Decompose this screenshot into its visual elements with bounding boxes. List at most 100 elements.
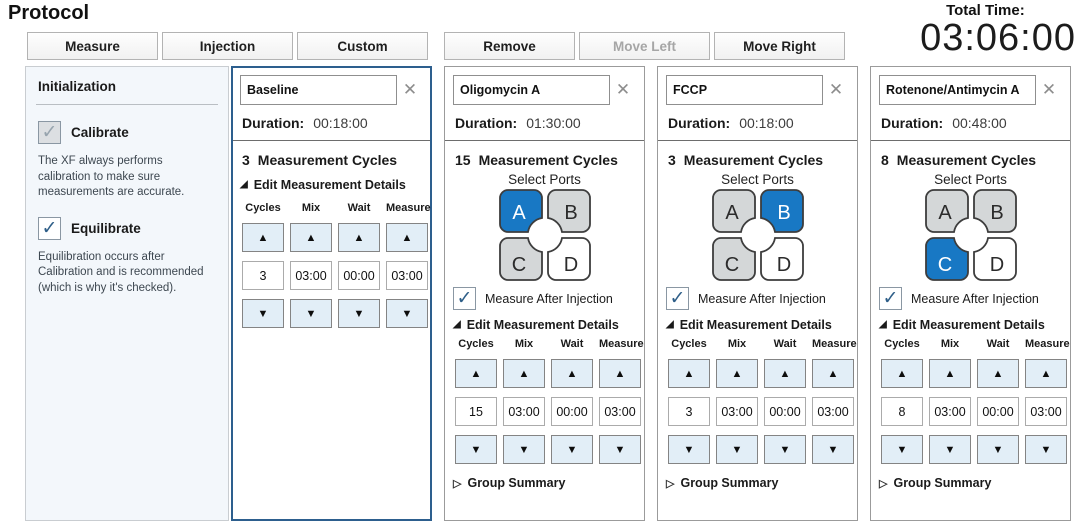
col-header-cycles: Cycles [458,338,494,350]
cycles-value-input[interactable] [668,397,710,426]
mix-down-button[interactable]: ▼ [716,435,758,464]
step-name-input[interactable] [879,75,1036,105]
measure-down-button[interactable]: ▼ [1025,435,1067,464]
port-b-button[interactable]: B [759,189,804,233]
edit-details-toggle[interactable]: ◢ Edit Measurement Details [879,318,1062,332]
measure-up-button[interactable]: ▲ [812,359,854,388]
step-name-input[interactable] [453,75,610,105]
move-right-button[interactable]: Move Right [714,32,845,60]
wait-down-button[interactable]: ▼ [338,299,380,328]
wait-down-button[interactable]: ▼ [977,435,1019,464]
wait-down-button[interactable]: ▼ [764,435,806,464]
mix-up-button[interactable]: ▲ [290,223,332,252]
cycles-down-button[interactable]: ▼ [455,435,497,464]
calibrate-checkbox[interactable]: ✓ [38,121,61,144]
equilibrate-label: Equilibrate [71,220,141,236]
cycles-value-input[interactable] [455,397,497,426]
mix-value-input[interactable] [503,397,545,426]
page-title: Protocol [8,2,90,24]
move-left-button[interactable]: Move Left [579,32,710,60]
wait-value-input[interactable] [977,397,1019,426]
edit-details-toggle[interactable]: ◢ Edit Measurement Details [453,318,636,332]
select-ports-label: Select Ports [934,172,1007,187]
cycles-value-input[interactable] [242,261,284,290]
port-a-button[interactable]: A [924,189,969,233]
mix-up-button[interactable]: ▲ [929,359,971,388]
duration-row: Duration:00:48:00 [881,115,1062,131]
port-d-button[interactable]: D [759,237,804,281]
wait-value-input[interactable] [338,261,380,290]
port-d-button[interactable]: D [546,237,591,281]
mix-up-button[interactable]: ▲ [716,359,758,388]
calibrate-row: ✓ Calibrate [38,121,218,144]
mix-down-button[interactable]: ▼ [503,435,545,464]
wait-value-input[interactable] [764,397,806,426]
wait-up-button[interactable]: ▲ [764,359,806,388]
measure-after-checkbox[interactable]: ✓ [879,287,902,310]
wait-up-button[interactable]: ▲ [338,223,380,252]
measure-down-button[interactable]: ▼ [812,435,854,464]
collapsed-triangle-icon: ▷ [879,477,888,490]
measure-down-button[interactable]: ▼ [599,435,641,464]
step-name-input[interactable] [240,75,397,105]
measure-value-input[interactable] [1025,397,1067,426]
mix-value-input[interactable] [716,397,758,426]
step-name-input[interactable] [666,75,823,105]
group-summary-toggle[interactable]: ▷ Group Summary [453,476,636,490]
cycles-down-button[interactable]: ▼ [242,299,284,328]
injection-button[interactable]: Injection [162,32,293,60]
group-summary-toggle[interactable]: ▷ Group Summary [879,476,1062,490]
measure-up-button[interactable]: ▲ [386,223,428,252]
edit-details-label: Edit Measurement Details [892,318,1045,332]
edit-details-toggle[interactable]: ◢ Edit Measurement Details [666,318,849,332]
measure-after-checkbox[interactable]: ✓ [453,287,476,310]
cycles-down-button[interactable]: ▼ [881,435,923,464]
port-c-button[interactable]: C [498,237,543,281]
measure-down-button[interactable]: ▼ [386,299,428,328]
wait-value-input[interactable] [551,397,593,426]
measure-value-input[interactable] [599,397,641,426]
cycles-up-button[interactable]: ▲ [668,359,710,388]
measure-value-input[interactable] [386,261,428,290]
port-c-button[interactable]: C [924,237,969,281]
wait-down-button[interactable]: ▼ [551,435,593,464]
cycles-value-input[interactable] [881,397,923,426]
close-icon[interactable]: ✕ [610,77,636,103]
cycles-up-button[interactable]: ▲ [242,223,284,252]
port-a-button[interactable]: A [498,189,543,233]
measure-value-input[interactable] [812,397,854,426]
port-d-button[interactable]: D [972,237,1017,281]
mix-down-button[interactable]: ▼ [929,435,971,464]
measure-after-checkbox[interactable]: ✓ [666,287,689,310]
wait-up-button[interactable]: ▲ [551,359,593,388]
close-icon[interactable]: ✕ [397,77,423,103]
divider [233,140,430,141]
close-icon[interactable]: ✕ [1036,77,1062,103]
group-summary-toggle[interactable]: ▷ Group Summary [666,476,849,490]
custom-button[interactable]: Custom [297,32,428,60]
close-icon[interactable]: ✕ [823,77,849,103]
cycles-up-button[interactable]: ▲ [455,359,497,388]
measure-button[interactable]: Measure [27,32,158,60]
edit-details-toggle[interactable]: ◢ Edit Measurement Details [240,178,423,192]
mix-up-button[interactable]: ▲ [503,359,545,388]
remove-button[interactable]: Remove [444,32,575,60]
mix-value-input[interactable] [290,261,332,290]
measure-up-button[interactable]: ▲ [599,359,641,388]
mix-down-button[interactable]: ▼ [290,299,332,328]
port-b-button[interactable]: B [546,189,591,233]
port-a-button[interactable]: A [711,189,756,233]
measure-up-button[interactable]: ▲ [1025,359,1067,388]
cycles-down-button[interactable]: ▼ [668,435,710,464]
port-b-button[interactable]: B [972,189,1017,233]
cycles-up-button[interactable]: ▲ [881,359,923,388]
divider [658,140,857,141]
wait-up-button[interactable]: ▲ [977,359,1019,388]
mix-value-input[interactable] [929,397,971,426]
port-c-button[interactable]: C [711,237,756,281]
equilibrate-checkbox[interactable]: ✓ [38,216,61,240]
